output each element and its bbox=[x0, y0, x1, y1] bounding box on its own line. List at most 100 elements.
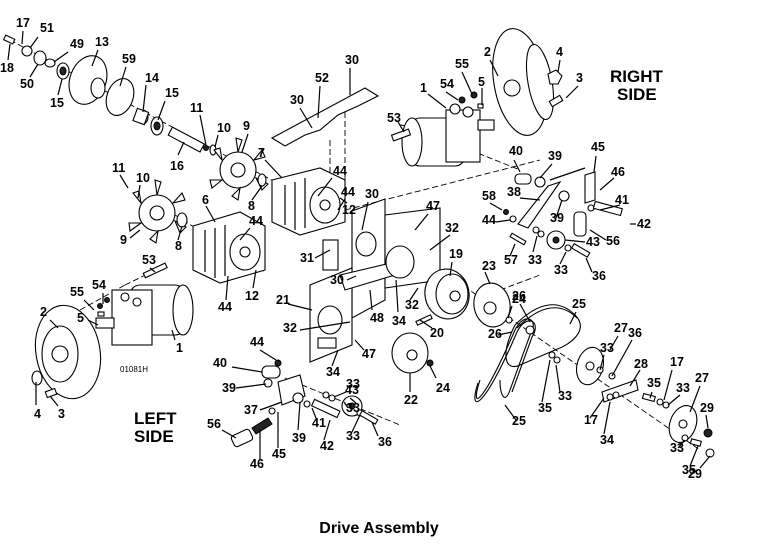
callout-leader-33 bbox=[677, 439, 686, 449]
callout-label-19: 19 bbox=[449, 247, 463, 261]
callout-leader-8 bbox=[251, 185, 263, 201]
callout-leader-54 bbox=[445, 91, 459, 101]
callout-label-24: 24 bbox=[436, 381, 450, 395]
callout-label-23: 23 bbox=[482, 259, 496, 273]
callout-label-20: 20 bbox=[430, 326, 444, 340]
callout-leader-55 bbox=[83, 299, 95, 311]
callout-label-51: 51 bbox=[40, 21, 54, 35]
callout-label-58: 58 bbox=[482, 189, 496, 203]
callout-label-29: 29 bbox=[700, 401, 714, 415]
callout-label-1: 1 bbox=[176, 341, 183, 355]
callout-leader-59 bbox=[119, 66, 127, 87]
callout-label-17: 17 bbox=[584, 413, 598, 427]
callout-leader-36 bbox=[611, 339, 633, 377]
callout-leader-5 bbox=[87, 319, 99, 326]
callout-label-12: 12 bbox=[342, 203, 356, 217]
callout-label-53: 53 bbox=[387, 111, 401, 125]
left-wheel-motor bbox=[95, 262, 194, 346]
callout-label-25: 25 bbox=[512, 414, 526, 428]
callout-label-43: 43 bbox=[345, 383, 359, 397]
callout-label-33: 33 bbox=[558, 389, 572, 403]
callout-leader-3 bbox=[49, 395, 59, 407]
callout-leader-34 bbox=[603, 401, 611, 435]
callout-label-30: 30 bbox=[345, 53, 359, 67]
callout-label-52: 52 bbox=[315, 71, 329, 85]
callout-leader-35 bbox=[541, 359, 551, 403]
callout-leader-30 bbox=[346, 275, 357, 281]
callout-label-27: 27 bbox=[614, 321, 628, 335]
callout-label-40: 40 bbox=[509, 144, 523, 158]
callout-label-44: 44 bbox=[250, 335, 264, 349]
callout-leader-17 bbox=[589, 397, 605, 419]
callout-leader-15 bbox=[57, 78, 63, 96]
callout-leader-53 bbox=[149, 267, 156, 273]
callout-label-6: 6 bbox=[202, 193, 209, 207]
right-wheel-hub bbox=[458, 28, 564, 136]
right-wheel-motor bbox=[390, 103, 495, 167]
callout-label-41: 41 bbox=[312, 416, 326, 430]
callout-leader-30 bbox=[361, 201, 369, 231]
callout-label-36: 36 bbox=[592, 269, 606, 283]
left-side-label-line2: SIDE bbox=[134, 427, 174, 446]
callout-label-17: 17 bbox=[670, 355, 684, 369]
callout-label-32: 32 bbox=[445, 221, 459, 235]
callout-label-11: 11 bbox=[190, 101, 203, 115]
upper-left-shaft-parts bbox=[2, 34, 217, 156]
callout-label-44: 44 bbox=[218, 300, 232, 314]
callout-label-10: 10 bbox=[136, 171, 150, 185]
callout-leader-47 bbox=[354, 339, 365, 351]
idler-arm-left bbox=[230, 359, 379, 448]
callout-leader-9 bbox=[241, 133, 249, 153]
callout-label-8: 8 bbox=[248, 199, 255, 213]
callout-leader-18 bbox=[7, 43, 11, 61]
callout-label-31: 31 bbox=[300, 251, 314, 265]
callout-label-34: 34 bbox=[600, 433, 614, 447]
callout-label-2: 2 bbox=[484, 45, 491, 59]
callout-label-11: 11 bbox=[112, 161, 125, 175]
callout-leader-31 bbox=[314, 249, 331, 259]
callout-leader-43 bbox=[564, 239, 586, 243]
callout-leader-16 bbox=[177, 141, 185, 156]
callout-label-39: 39 bbox=[222, 381, 236, 395]
callout-label-54: 54 bbox=[92, 278, 106, 292]
callout-leader-32 bbox=[409, 287, 419, 301]
callout-label-50: 50 bbox=[20, 77, 34, 91]
cooling-fan-lower bbox=[128, 179, 188, 244]
callout-label-33: 33 bbox=[528, 253, 542, 267]
callout-leader-15 bbox=[157, 100, 166, 121]
callout-leader-44 bbox=[225, 275, 229, 301]
callout-label-22: 22 bbox=[404, 393, 418, 407]
callout-label-30: 30 bbox=[330, 273, 344, 287]
callout-leader-56 bbox=[589, 229, 607, 241]
callout-leader-29 bbox=[699, 455, 711, 469]
callout-label-25: 25 bbox=[572, 297, 586, 311]
callout-label-46: 46 bbox=[611, 165, 625, 179]
callout-label-9: 9 bbox=[243, 119, 250, 133]
hydro-pump-lower bbox=[192, 211, 266, 284]
callout-leader-44 bbox=[259, 349, 277, 361]
callout-label-3: 3 bbox=[58, 407, 65, 421]
callout-leader-33 bbox=[555, 364, 561, 393]
callout-label-7: 7 bbox=[258, 146, 265, 160]
callout-label-5: 5 bbox=[478, 75, 485, 89]
callout-label-32: 32 bbox=[283, 321, 297, 335]
callout-leader-34 bbox=[331, 349, 339, 367]
callout-leader-33 bbox=[599, 354, 605, 371]
callout-label-49: 49 bbox=[70, 37, 84, 51]
callout-label-30: 30 bbox=[365, 187, 379, 201]
callout-label-30: 30 bbox=[290, 93, 304, 107]
callout-label-44: 44 bbox=[482, 213, 496, 227]
left-side-label-line1: LEFT bbox=[134, 409, 177, 428]
callout-leader-33 bbox=[343, 401, 349, 409]
callout-leader-28 bbox=[629, 369, 641, 387]
callout-label-35: 35 bbox=[538, 401, 552, 415]
callout-label-44: 44 bbox=[249, 214, 263, 228]
callout-label-21: 21 bbox=[276, 293, 290, 307]
callout-leader-17 bbox=[663, 369, 673, 401]
frame-plates bbox=[309, 198, 441, 363]
callout-leader-40 bbox=[231, 366, 263, 373]
callout-label-8: 8 bbox=[175, 239, 182, 253]
callout-leader-34 bbox=[395, 279, 399, 313]
callout-label-37: 37 bbox=[244, 403, 258, 417]
